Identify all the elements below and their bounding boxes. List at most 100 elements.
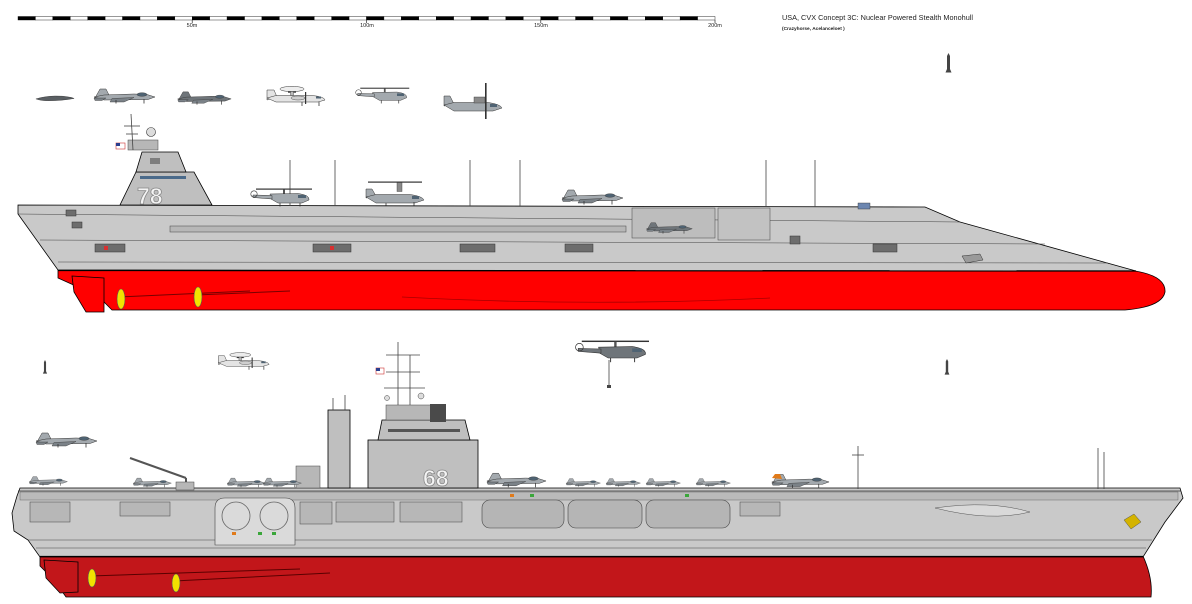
propeller-shaft [117,290,251,298]
deck-elevator [717,207,771,241]
stealth-drone-aircraft [35,95,75,101]
sponson [299,501,333,525]
helicopter-aircraft [574,340,650,363]
f18-aircraft [93,88,156,104]
deck-marker [857,202,871,210]
deck-aircraft [132,477,172,488]
nimitz-class-carrier: 68 [11,340,1184,598]
island-sensor [150,158,160,164]
island-superstructure: 78 [115,113,213,209]
sponson [335,501,395,523]
scale-bar-segment [557,16,576,21]
scale-bar-segment [192,16,210,21]
hangar-door-ring [221,501,251,531]
drawing-title: USA, CVX Concept 3C: Nuclear Powered Ste… [782,13,973,22]
scale-bar-segment [366,16,385,21]
deck-aircraft [695,478,731,488]
scale-bar-segment [279,16,298,21]
flag-canton [116,143,120,146]
stern-opening [65,209,77,217]
scale-bar-segment [610,16,629,21]
scale-bar-segment [627,16,646,21]
deck-aircraft [486,472,547,488]
scale-bar-segment [314,16,332,21]
missile-icon [42,360,48,374]
scale-bar-segment [139,16,158,21]
scale-bar-segment [244,16,263,21]
deck-aircraft [605,478,641,488]
scale-bar-segment [17,16,36,21]
island-superstructure: 68 [295,342,479,491]
boat-bay [459,243,496,253]
hull-number-78: 78 [137,183,163,209]
scale-bar-segment [575,16,594,21]
propeller-shaft [89,568,301,577]
v22-aircraft [365,181,425,206]
hull-number-68: 68 [423,465,449,491]
sponson [119,501,171,517]
deck-marker [258,532,262,535]
hull-bulge-outline [401,296,771,303]
scale-bar-segment [226,16,245,21]
island-base [119,171,213,206]
hull-door [789,235,801,245]
f18-aircraft [35,432,98,448]
scale-bar-segment [174,16,193,21]
deck-aircraft [262,477,302,488]
scale-label-200m: 200m [708,23,722,29]
helicopter-aircraft [355,87,410,104]
deck-marker [510,494,514,497]
anchor [961,253,984,264]
boat-bay [94,243,126,253]
bow-flare-recess [934,504,1031,517]
deck-aircraft [226,477,266,488]
scale-bar-segment [331,16,350,21]
radar-dish [417,392,425,400]
boat-bay [564,243,594,253]
deck-hut [295,465,321,489]
v22-aircraft [443,83,503,119]
stern-gallery [29,501,71,523]
aircraft-elevator [645,499,731,529]
scale-bar-segment [418,16,437,21]
propeller [193,286,203,308]
underwater-hull [57,269,1166,311]
scale-bar-segment [540,16,559,21]
deck-marker [685,494,689,497]
radar-array [430,404,446,422]
deck-aircraft [565,478,601,488]
deck-catwalk [169,225,627,233]
scale-bar-segment [679,16,698,21]
deck-marker [272,532,276,535]
scale-bar-segment [592,16,611,21]
scale-bar-segments [17,16,716,21]
deck-aircraft [645,478,681,488]
bridge-windows [140,176,186,179]
scale-bar-segment [104,16,123,21]
mast [130,113,134,151]
sponson [399,501,463,523]
cvx-stealth-carrier: 78 [17,53,1166,313]
scale-bar-segment [383,16,402,21]
aft-island-tower [327,409,351,489]
boat-bay-marker [330,246,334,250]
hull-plating-line [57,261,1109,264]
scale-label-150m: 150m [534,23,548,29]
missile-icon [944,359,950,375]
hangar-door-ring [259,501,289,531]
flag-canton [376,368,380,371]
aircraft-elevator [567,499,643,529]
aircraft-elevator [481,499,565,529]
scale-bar-segment [645,16,663,21]
hull-door [872,243,898,253]
scale-bar-segment [348,16,367,21]
bridge-windows [388,429,460,432]
scale-label-100m: 100m [360,23,374,29]
hull-chine-line [17,213,961,223]
missile-icon [945,53,952,73]
rescue-hoist-load [607,385,611,388]
deck-marker [232,532,236,535]
scale-bar-segment [401,16,419,21]
scale-bar-segment [35,16,54,21]
